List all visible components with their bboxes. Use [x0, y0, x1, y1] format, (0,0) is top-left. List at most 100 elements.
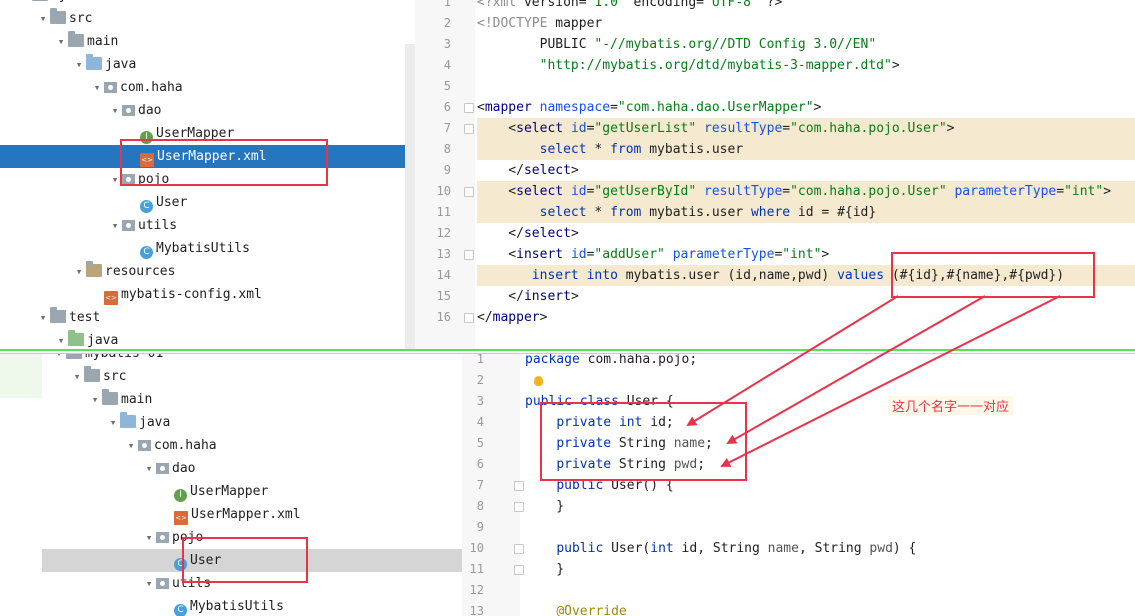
code-line[interactable]: }	[525, 499, 565, 514]
tree-item[interactable]: ▾main	[0, 30, 415, 53]
tree-item-label: java	[105, 57, 137, 72]
tree-item[interactable]: <>mybatis-config.xml	[0, 283, 415, 306]
code-line[interactable]: <select id="getUserList" resultType="com…	[477, 118, 1135, 139]
tree-item[interactable]: ▾ utils	[0, 572, 462, 595]
code-line[interactable]: insert into mybatis.user (id,name,pwd) v…	[477, 265, 1135, 286]
code-line[interactable]: </insert>	[477, 289, 579, 304]
xml-icon: <>	[174, 511, 188, 525]
tree-item[interactable]: ▾java	[0, 329, 415, 350]
tree-item[interactable]: ▾java	[0, 411, 462, 434]
code-line[interactable]: private String pwd;	[556, 457, 706, 472]
chevron-down-icon[interactable]: ▾	[109, 416, 117, 429]
code-line[interactable]: select * from mybatis.user	[477, 139, 1135, 160]
tree-item[interactable]: ▾ dao	[0, 99, 415, 122]
class-icon: C	[140, 200, 153, 213]
chevron-down-icon[interactable]: ▾	[111, 219, 119, 232]
tree-item-label: utils	[172, 576, 212, 591]
tree-item[interactable]: ▾test	[0, 306, 415, 329]
chevron-down-icon[interactable]: ▾	[75, 58, 83, 71]
chevron-down-icon[interactable]: ▾	[145, 462, 153, 475]
chevron-down-icon[interactable]: ▾	[91, 393, 99, 406]
lightbulb-icon[interactable]	[534, 376, 543, 386]
tree-item[interactable]: ▾mybatis-01	[0, 0, 415, 7]
code-line[interactable]: public User(int id, String name, String …	[556, 541, 917, 556]
xml-editor[interactable]: 1<?xml version="1.0" encoding="UTF-8" ?>…	[415, 0, 1135, 350]
fold-marker-icon[interactable]	[464, 124, 474, 134]
tree-item[interactable]: ▾utils	[0, 214, 415, 237]
chevron-down-icon[interactable]: ▾	[145, 531, 153, 544]
fold-marker-icon[interactable]	[464, 103, 474, 113]
tree-item[interactable]: ▾ com.haha	[0, 76, 415, 99]
line-number: 6	[443, 100, 451, 114]
fold-marker-icon[interactable]	[514, 502, 524, 512]
tree-item[interactable]: ▾com.haha	[0, 434, 462, 457]
code-line[interactable]: select * from mybatis.user where id = #{…	[477, 202, 1135, 223]
code-line[interactable]: public class User {	[525, 394, 674, 409]
code-line[interactable]: }	[525, 562, 565, 577]
code-line[interactable]: </mapper>	[477, 310, 548, 325]
code-line[interactable]: </select>	[477, 226, 579, 241]
code-line[interactable]: </select>	[477, 163, 579, 178]
code-line[interactable]: package com.haha.pojo;	[525, 354, 698, 367]
tree-item[interactable]: ▾ java	[0, 53, 415, 76]
line-number: 14	[436, 268, 451, 282]
code-line[interactable]: <select id="getUserById" resultType="com…	[477, 181, 1135, 202]
chevron-down-icon[interactable]: ▾	[73, 370, 81, 383]
code-line[interactable]: private String name;	[556, 436, 713, 451]
tree-item[interactable]: ▾resources	[0, 260, 415, 283]
code-line[interactable]: <?xml version="1.0" encoding="UTF-8" ?>	[477, 0, 783, 10]
project-tree-bottom: ▾mybatis-01▾src▾main▾java▾com.haha▾daoIU…	[0, 354, 462, 616]
fold-marker-icon[interactable]	[514, 481, 524, 491]
package-icon	[156, 532, 169, 543]
tree-scrollbar-top[interactable]	[405, 44, 415, 350]
tree-item-label: mybatis-config.xml	[121, 287, 262, 302]
chevron-down-icon[interactable]: ▾	[145, 577, 153, 590]
tree-item[interactable]: ▾mybatis-01	[0, 354, 462, 365]
chevron-down-icon[interactable]: ▾	[57, 35, 65, 48]
chevron-down-icon[interactable]: ▾	[111, 173, 119, 186]
fold-marker-icon[interactable]	[464, 187, 474, 197]
tree-item[interactable]: <>UserMapper.xml	[0, 503, 462, 526]
code-line[interactable]: private int id;	[556, 415, 674, 430]
fold-marker-icon[interactable]	[514, 544, 524, 554]
tree-item[interactable]: ▾pojo	[0, 168, 415, 191]
tree-item[interactable]: ▾ src	[0, 7, 415, 30]
tree-item[interactable]: <>UserMapper.xml	[0, 145, 415, 168]
class-icon: C	[174, 604, 187, 616]
code-line[interactable]: public User() {	[556, 478, 674, 493]
fold-marker-icon[interactable]	[514, 565, 524, 575]
code-line[interactable]: <insert id="addUser" parameterType="int"…	[477, 247, 830, 262]
source-folder-icon	[120, 412, 136, 428]
chevron-down-icon[interactable]: ▾	[111, 104, 119, 117]
tree-item-label: User	[156, 195, 188, 210]
chevron-down-icon[interactable]: ▾	[93, 81, 101, 94]
code-line[interactable]: PUBLIC "-//mybatis.org//DTD Config 3.0//…	[477, 37, 877, 52]
code-line[interactable]: "http://mybatis.org/dtd/mybatis-3-mapper…	[539, 58, 900, 73]
fold-marker-icon[interactable]	[464, 250, 474, 260]
fold-marker-icon[interactable]	[464, 313, 474, 323]
chevron-down-icon[interactable]: ▾	[127, 439, 135, 452]
chevron-down-icon[interactable]: ▾	[39, 311, 47, 324]
line-number: 12	[469, 583, 484, 597]
tree-item-label: dao	[138, 103, 162, 118]
tree-item-label: src	[69, 11, 93, 26]
chevron-down-icon[interactable]: ▾	[57, 334, 65, 347]
tree-item[interactable]: ▾main	[0, 388, 462, 411]
chevron-down-icon[interactable]: ▾	[75, 265, 83, 278]
tree-item[interactable]: ▾src	[0, 365, 462, 388]
code-line[interactable]: <!DOCTYPE mapper	[477, 16, 603, 31]
code-line[interactable]: <mapper namespace="com.haha.dao.UserMapp…	[477, 100, 822, 115]
chevron-down-icon[interactable]: ▾	[39, 12, 47, 25]
tree-item[interactable]: ▾dao	[0, 457, 462, 480]
tree-item-label: UserMapper.xml	[191, 507, 301, 522]
tree-item-label: com.haha	[120, 80, 183, 95]
chevron-down-icon[interactable]: ▾	[18, 0, 32, 7]
code-line[interactable]	[477, 76, 1135, 97]
code-line[interactable]: @Override	[556, 604, 627, 616]
chevron-down-icon[interactable]: ▾	[52, 354, 66, 365]
